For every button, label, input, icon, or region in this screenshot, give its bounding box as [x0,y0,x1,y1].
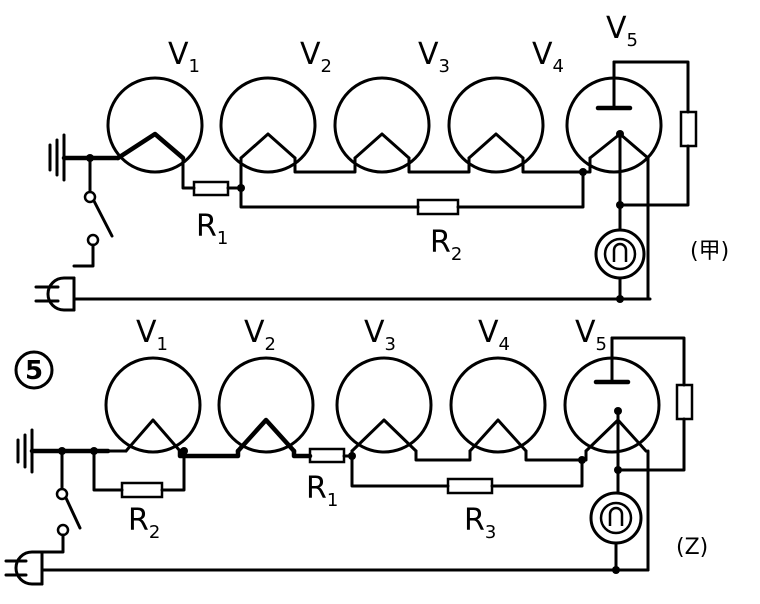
figure-number: 5 [14,350,54,390]
label-r1: R1 [306,471,338,511]
tube-v3 [333,76,431,174]
plate-wire [616,417,686,472]
label-r2: R2 [430,225,462,265]
filament-link [414,449,472,462]
label-v5: V5 [575,315,607,355]
circuit-jia: V1 V2 V3 V4 V5 R1 R2 (甲) [34,11,729,312]
circuit-tag-jia: (甲) [690,239,729,264]
label-v1: V1 [136,315,168,355]
label-r1: R1 [196,209,228,249]
label-v1: V1 [168,37,200,77]
r2-lead [456,170,585,209]
filament-link [293,156,357,174]
circuit-z: V1 V2 V3 V4 V5 R2 R1 R3 (Z) [4,315,708,586]
switch-contact [83,190,97,204]
pilot-lamp [594,228,646,280]
tube-v1 [104,356,202,454]
plate-resistor [679,110,698,148]
label-r3: R3 [464,503,496,543]
r2-lead [92,449,124,492]
filament-link [407,156,471,174]
pilot-lamp [589,491,643,545]
r1-lead [291,448,313,459]
plug-symbol [4,550,44,586]
label-v2: V2 [300,37,332,77]
tube-v4 [447,76,545,174]
resistor-r2 [120,481,164,499]
resistor-r2 [416,198,460,216]
tube-v4 [449,356,547,454]
tube-v2 [219,76,317,174]
plate-wire [618,144,690,207]
label-v4: V4 [532,37,564,77]
switch-wire [72,243,95,268]
label-v4: V4 [478,315,510,355]
svg-text:5: 5 [25,356,43,386]
tube-v5 [563,336,661,454]
switch-wire [40,533,65,554]
tube-v5 [565,60,663,174]
tube-v3 [335,356,433,454]
filament-link [177,448,241,459]
plate-resistor [675,383,694,421]
resistor-r1 [308,447,346,464]
label-r2: R2 [128,503,160,543]
label-v3: V3 [364,315,396,355]
plate-wire [610,336,686,387]
label-v3: V3 [418,37,450,77]
switch-blade [92,199,114,238]
tube-v1 [106,76,204,174]
r3-lead [490,458,584,488]
r2-lead [160,449,186,492]
label-v2: V2 [244,315,276,355]
filament-link [524,449,588,462]
r1-lead [181,156,196,190]
filament-link [521,156,592,174]
label-v5: V5 [606,11,638,51]
tube-v2 [217,356,315,454]
switch-contact [55,487,69,501]
plate-wire [612,60,690,114]
switch-blade [64,496,82,530]
r2-lead [239,156,420,209]
plug-symbol [34,276,76,312]
circuit-tag-z: (Z) [676,535,708,560]
resistor-r3 [446,477,494,495]
r3-lead [350,449,450,488]
junction-dot [579,168,587,176]
resistor-r1 [192,180,230,197]
